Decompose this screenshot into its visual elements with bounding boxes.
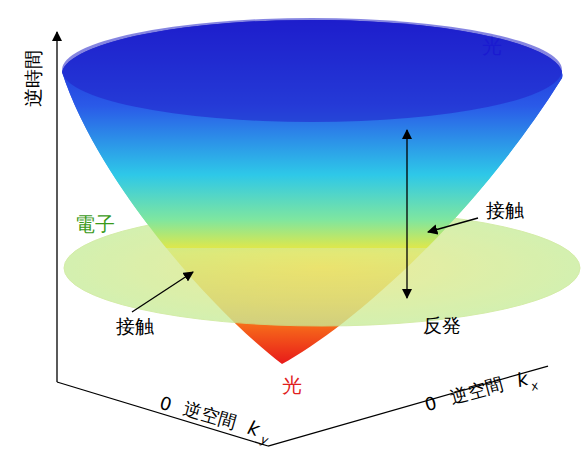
axis-tick: 0 <box>423 394 439 414</box>
axis-symbol: k <box>246 417 262 438</box>
axis-tick: 0 <box>158 394 174 414</box>
band-label: 電子 <box>75 214 115 234</box>
callout-text: 反発 <box>423 316 461 335</box>
axis-title: 逆空間 <box>182 400 239 432</box>
band-label: 光 <box>482 36 502 56</box>
callout-text: 接触 <box>116 317 154 336</box>
axis-title: 逆空間 <box>449 375 506 406</box>
callout-text: 接触 <box>486 201 524 220</box>
axis-subscript: y <box>260 433 270 446</box>
cone-rim <box>62 18 562 122</box>
axis-subscript: x <box>530 379 540 392</box>
band-label: 光 <box>282 375 302 395</box>
axis-title: 逆時間 <box>24 50 43 107</box>
leader-lines <box>132 130 478 312</box>
